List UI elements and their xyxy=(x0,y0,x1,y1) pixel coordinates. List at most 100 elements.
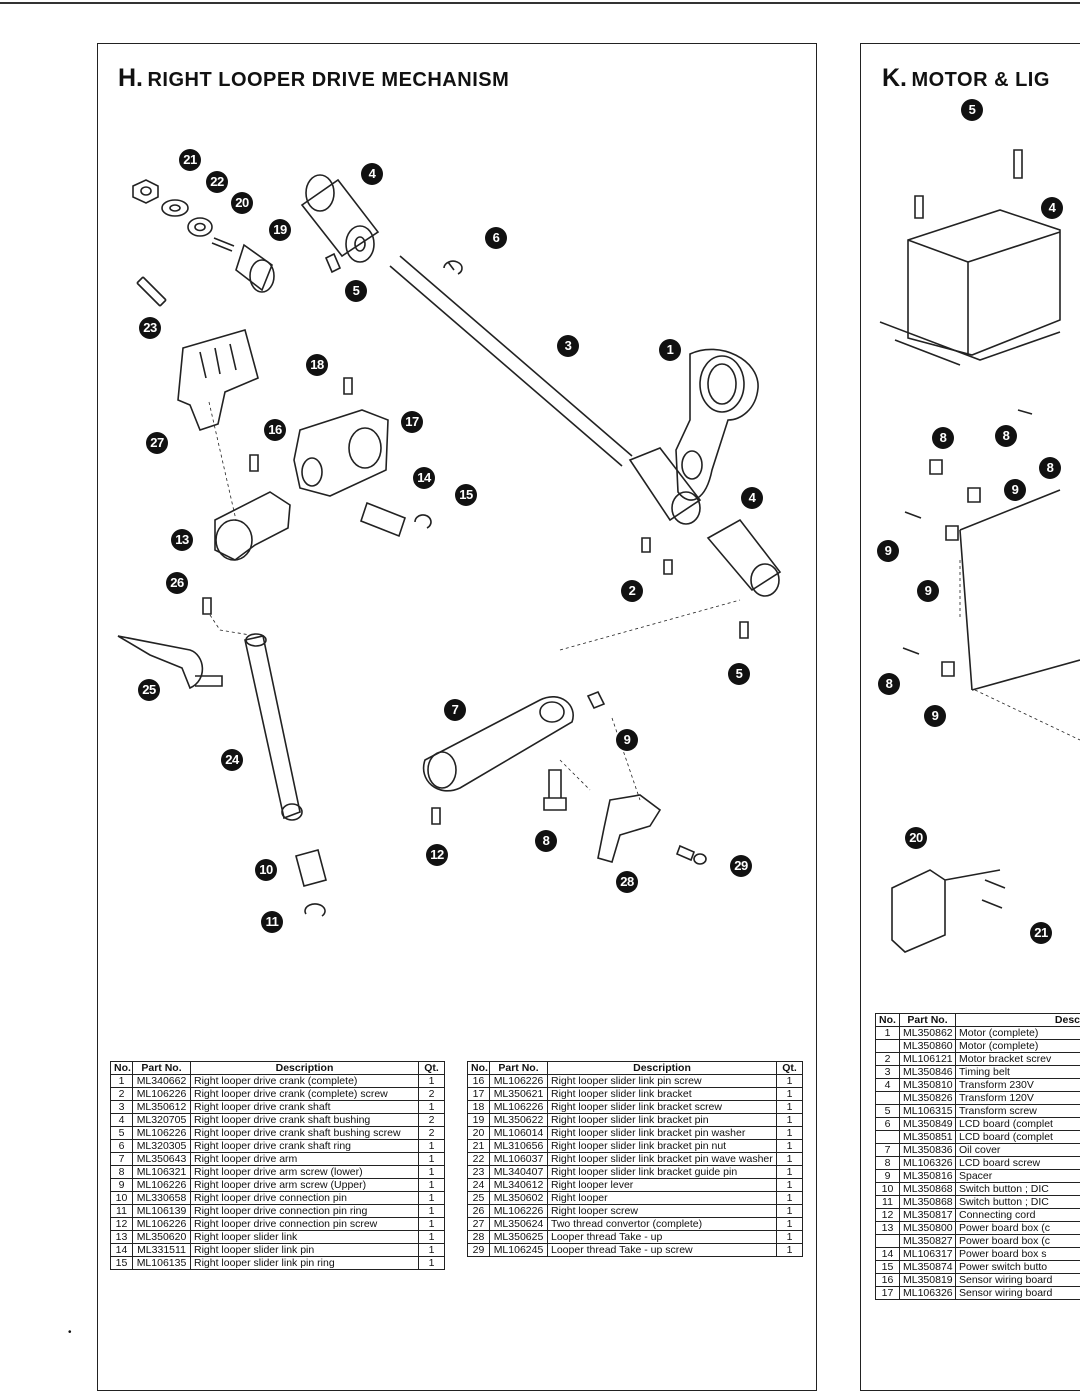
callout-number: 9 xyxy=(924,705,946,727)
part-number-cell: ML320305 xyxy=(132,1139,191,1153)
description-cell: Power board box (c xyxy=(955,1221,1080,1235)
part-number-cell: ML330658 xyxy=(132,1191,191,1205)
table-header-row: No. Part No. Descri xyxy=(875,1013,1080,1027)
part-number-cell: ML106226 xyxy=(489,1074,548,1088)
part-number-cell: ML350612 xyxy=(132,1100,191,1114)
quantity-cell: 1 xyxy=(776,1191,803,1205)
callout-number: 26 xyxy=(166,572,188,594)
part-no-cell: 9 xyxy=(875,1169,900,1183)
part-no-cell: 2 xyxy=(110,1087,133,1101)
part-number-cell: ML350643 xyxy=(132,1152,191,1166)
slider-link-pin-part xyxy=(360,501,406,538)
part-number-cell: ML106226 xyxy=(489,1204,548,1218)
description-cell: Looper thread Take - up screw xyxy=(547,1243,777,1257)
description-cell: Transform screw xyxy=(955,1104,1080,1118)
callout-number: 28 xyxy=(616,871,638,893)
part-no-cell xyxy=(875,1234,900,1248)
part-number-cell: ML350810 xyxy=(899,1078,956,1092)
description-cell: Right looper drive arm screw (lower) xyxy=(190,1165,419,1179)
part-no-cell: 6 xyxy=(875,1117,900,1131)
callout-number: 25 xyxy=(138,679,160,701)
part-no-cell: 7 xyxy=(110,1152,133,1166)
col-no-header: No. xyxy=(467,1061,490,1075)
bracket-pin-part xyxy=(211,237,273,292)
description-cell: Power switch butto xyxy=(955,1260,1080,1274)
part-no-cell: 20 xyxy=(467,1126,490,1140)
part-number-cell: ML106315 xyxy=(899,1104,956,1118)
part-number-cell: ML106326 xyxy=(899,1286,956,1300)
thread-take-up-part xyxy=(597,794,662,863)
col-no-header: No. xyxy=(110,1061,133,1075)
quantity-cell: 1 xyxy=(776,1087,803,1101)
description-cell: Right looper slider link bracket guide p… xyxy=(547,1165,777,1179)
quantity-cell: 1 xyxy=(418,1165,445,1179)
description-cell: Right looper drive connection pin ring xyxy=(190,1204,419,1218)
part-no-cell: 29 xyxy=(467,1243,490,1257)
part-no-cell: 14 xyxy=(875,1247,900,1261)
part-no-cell: 15 xyxy=(875,1260,900,1274)
margin-dot: • xyxy=(68,1327,72,1338)
quantity-cell: 1 xyxy=(418,1230,445,1244)
callout-number: 29 xyxy=(730,855,752,877)
callout-number: 23 xyxy=(139,317,161,339)
part-number-cell: ML350800 xyxy=(899,1221,956,1235)
part-number-cell: ML350826 xyxy=(899,1091,956,1105)
quantity-cell: 1 xyxy=(776,1126,803,1140)
quantity-cell: 1 xyxy=(776,1230,803,1244)
callout-number: 27 xyxy=(146,432,168,454)
col-description-header: Description xyxy=(547,1061,777,1075)
part-no-cell: 26 xyxy=(467,1204,490,1218)
callout-number: 4 xyxy=(741,487,763,509)
description-cell: Switch button ; DIC xyxy=(955,1195,1080,1209)
quantity-cell: 1 xyxy=(776,1165,803,1179)
description-cell: Motor bracket screv xyxy=(955,1052,1080,1066)
part-number-cell: ML350860 xyxy=(899,1039,956,1053)
callout-number: 9 xyxy=(917,580,939,602)
part-no-cell: 14 xyxy=(110,1243,133,1257)
quantity-cell: 1 xyxy=(418,1204,445,1218)
part-number-cell: ML106037 xyxy=(489,1152,548,1166)
callout-number: 17 xyxy=(401,411,423,433)
part-number-cell: ML106226 xyxy=(132,1087,191,1101)
col-description-header: Descri xyxy=(955,1013,1080,1027)
part-no-cell: 3 xyxy=(875,1065,900,1079)
top-border-line xyxy=(0,2,1080,4)
bushing-lower-left-part xyxy=(628,447,702,522)
callout-number: 5 xyxy=(728,663,750,685)
part-number-cell: ML350625 xyxy=(489,1230,548,1244)
description-cell: Right looper slider link bracket pin wav… xyxy=(547,1152,777,1166)
section-k-title-text: MOTOR & LIG xyxy=(911,69,1050,91)
quantity-cell: 1 xyxy=(418,1178,445,1192)
part-no-cell: 10 xyxy=(110,1191,133,1205)
part-no-cell xyxy=(875,1091,900,1105)
description-cell: Right looper drive crank shaft bushing s… xyxy=(190,1126,419,1140)
callout-number: 3 xyxy=(557,335,579,357)
quantity-cell: 2 xyxy=(418,1087,445,1101)
part-number-cell: ML350849 xyxy=(899,1117,956,1131)
callout-number: 20 xyxy=(231,192,253,214)
part-number-cell: ML350827 xyxy=(899,1234,956,1248)
part-no-cell: 15 xyxy=(110,1256,133,1270)
callout-number: 19 xyxy=(269,219,291,241)
